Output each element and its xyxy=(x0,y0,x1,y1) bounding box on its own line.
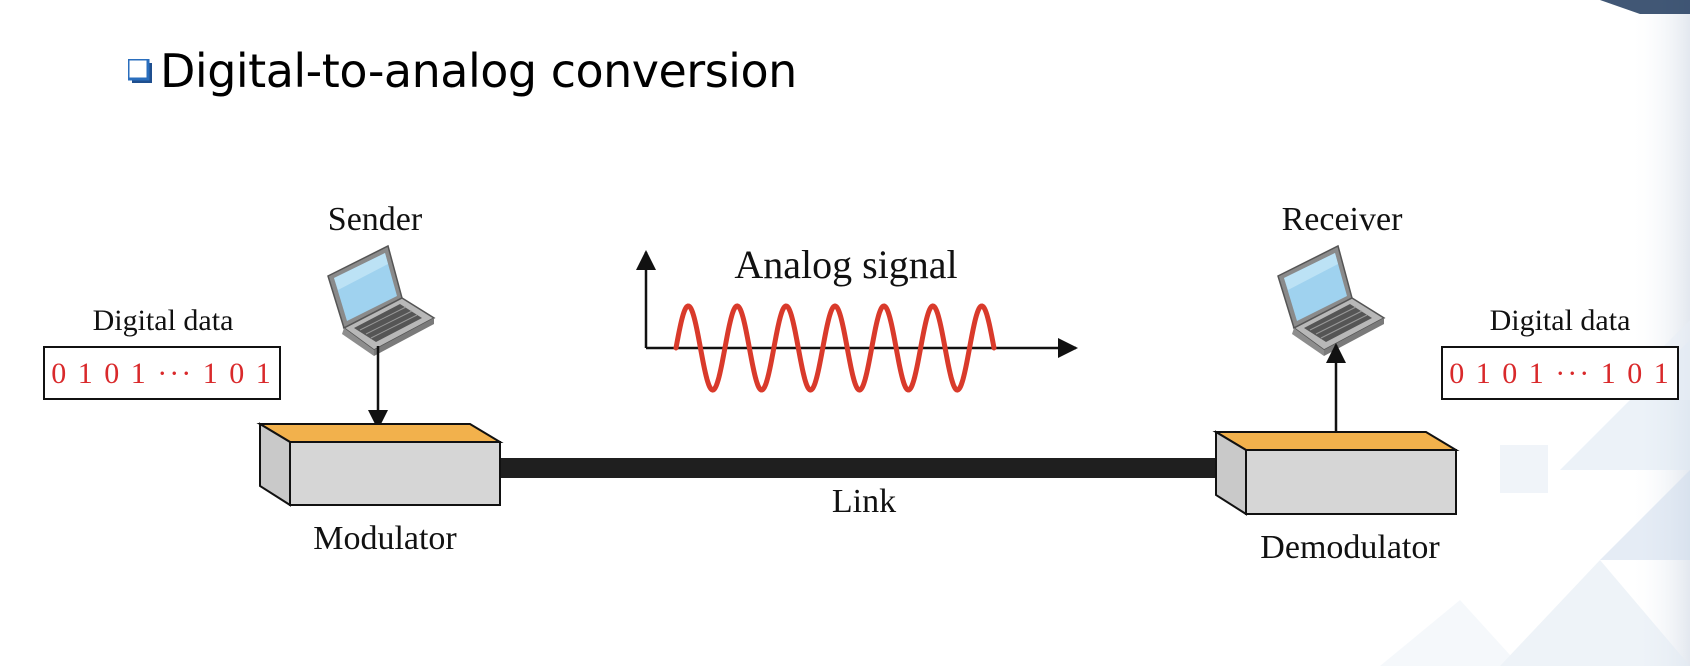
demodulator-device xyxy=(1212,430,1460,516)
modulator-label: Modulator xyxy=(313,520,457,557)
left-digital-data-box xyxy=(43,346,281,400)
modulator-device xyxy=(256,422,504,507)
analog-signal-wave xyxy=(673,303,997,393)
analog-signal-label: Analog signal xyxy=(734,242,957,287)
demodulator-label: Demodulator xyxy=(1260,529,1440,566)
receiver-laptop-icon xyxy=(1277,244,1386,356)
left-digital-data-label: Digital data xyxy=(93,304,234,337)
slide-title-row: Digital-to-analog conversion xyxy=(126,38,797,104)
square-bullet-icon xyxy=(126,57,152,83)
right-digital-data-bits: 0 1 0 1 ··· 1 0 1 xyxy=(1449,357,1670,390)
slide-title: Digital-to-analog conversion xyxy=(160,44,797,98)
left-digital-data-bits: 0 1 0 1 ··· 1 0 1 xyxy=(51,357,272,390)
right-digital-data-box xyxy=(1441,346,1679,400)
link-cable xyxy=(496,458,1230,478)
right-digital-data-label: Digital data xyxy=(1490,304,1631,337)
link-label: Link xyxy=(832,483,896,520)
sender-label: Sender xyxy=(328,201,423,238)
sender-laptop-icon xyxy=(327,244,436,356)
receiver-label: Receiver xyxy=(1282,201,1403,238)
